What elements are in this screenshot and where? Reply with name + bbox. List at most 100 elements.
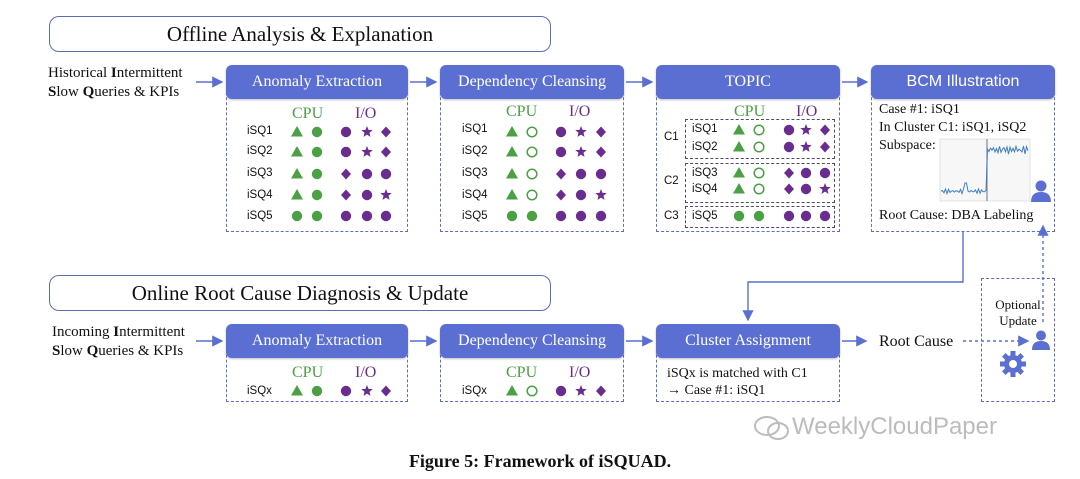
cluster-label: C1: [664, 131, 679, 143]
offline-input-label: Historical Intermittent Slow Queries & K…: [48, 65, 183, 100]
row-label: iSQx: [462, 385, 487, 397]
star-icon: [575, 146, 587, 157]
cluster-c1-box: [685, 119, 835, 159]
circle-icon: [311, 189, 323, 201]
bcm-illustration-header: BCM Illustration: [871, 65, 1055, 99]
circle-icon: [311, 210, 323, 222]
circle-icon: [311, 146, 323, 158]
circle-icon: [800, 183, 812, 195]
hollow-circle-icon: [753, 167, 765, 179]
io-label: I/O: [796, 103, 818, 120]
star-icon: [361, 385, 373, 396]
diamond-icon: [596, 385, 606, 397]
diamond-icon: [556, 168, 566, 180]
diamond-icon: [341, 189, 351, 201]
circle-icon: [575, 210, 587, 222]
diamond-icon: [556, 189, 566, 201]
bcm-subspace: Subspace:: [879, 138, 936, 153]
anomaly-extraction-header: Anomaly Extraction: [226, 65, 408, 99]
circle-icon: [340, 210, 352, 222]
diamond-icon: [820, 124, 830, 136]
circle-icon: [800, 167, 812, 179]
online-input-label: Incoming Intermittent Slow Queries & KPI…: [52, 324, 185, 359]
cluster-assign-line1: iSQx is matched with C1: [667, 366, 808, 381]
circle-icon: [380, 210, 392, 222]
circle-icon: [555, 126, 567, 138]
row-label: iSQ5: [692, 210, 718, 222]
cluster-assign-line2: → Case #1: iSQ1: [667, 383, 766, 398]
cpu-label: CPU: [292, 364, 324, 381]
circle-icon: [575, 168, 587, 180]
cpu-label: CPU: [506, 103, 538, 120]
cluster-label: C3: [664, 210, 679, 222]
row-label: iSQ4: [692, 183, 718, 195]
row-label: iSQ2: [247, 145, 273, 157]
circle-icon: [555, 385, 567, 397]
diamond-icon: [596, 126, 606, 138]
circle-icon: [783, 124, 795, 136]
user-icon: [1032, 330, 1050, 350]
circle-icon: [361, 210, 373, 222]
row-label: iSQ4: [462, 189, 488, 201]
row-label: iSQ2: [692, 141, 718, 153]
circle-icon: [311, 126, 323, 138]
triangle-icon: [506, 126, 518, 137]
flow-arrow: [742, 232, 964, 322]
star-icon: [361, 146, 373, 157]
circle-icon: [819, 210, 831, 222]
triangle-icon: [733, 124, 745, 135]
hollow-circle-icon: [526, 189, 538, 201]
topic-header: TOPIC: [656, 65, 840, 99]
row-label: iSQ5: [462, 210, 488, 222]
figure-caption: Figure 5: Framework of iSQUAD.: [408, 451, 672, 471]
row-label: iSQ5: [247, 210, 273, 222]
cluster-assignment-header: Cluster Assignment: [656, 324, 840, 358]
circle-icon: [819, 167, 831, 179]
row-label: iSQ1: [247, 125, 273, 137]
circle-icon: [783, 141, 795, 153]
triangle-icon: [291, 189, 303, 200]
star-icon: [595, 189, 607, 200]
dependency-cleansing-header: Dependency Cleansing: [440, 65, 624, 99]
triangle-icon: [733, 167, 745, 178]
diamond-icon: [784, 183, 794, 195]
star-icon: [575, 126, 587, 137]
circle-icon: [311, 385, 323, 397]
circle-icon: [506, 210, 518, 222]
bcm-root-cause: Root Cause: DBA Labeling: [879, 208, 1034, 223]
io-label: I/O: [569, 103, 591, 120]
circle-icon: [526, 210, 538, 222]
triangle-icon: [291, 126, 303, 137]
row-label: iSQ4: [247, 189, 273, 201]
circle-icon: [311, 168, 323, 180]
circle-icon: [555, 146, 567, 158]
row-label: iSQ1: [692, 123, 718, 135]
online-section-title: Online Root Cause Diagnosis & Update: [49, 275, 551, 311]
star-icon: [380, 189, 392, 200]
circle-icon: [340, 126, 352, 138]
hollow-circle-icon: [526, 168, 538, 180]
row-label: iSQ3: [692, 167, 718, 179]
circle-icon: [291, 210, 303, 222]
star-icon: [819, 183, 831, 194]
star-icon: [575, 385, 587, 396]
triangle-icon: [733, 183, 745, 194]
circle-icon: [733, 210, 745, 222]
triangle-icon: [291, 385, 303, 396]
online-dependency-cleansing-header: Dependency Cleansing: [440, 324, 624, 358]
star-icon: [800, 141, 812, 152]
io-label: I/O: [355, 105, 377, 122]
circle-icon: [361, 189, 373, 201]
row-label: iSQ2: [462, 145, 488, 157]
row-label: iSQx: [247, 385, 272, 397]
hollow-circle-icon: [526, 385, 538, 397]
diamond-icon: [784, 167, 794, 179]
hollow-circle-icon: [526, 126, 538, 138]
diamond-icon: [820, 141, 830, 153]
io-label: I/O: [569, 364, 591, 381]
offline-section-title: Offline Analysis & Explanation: [49, 16, 551, 52]
triangle-icon: [506, 146, 518, 157]
bcm-in-cluster: In Cluster C1: iSQ1, iSQ2: [879, 120, 1027, 135]
circle-icon: [340, 146, 352, 158]
